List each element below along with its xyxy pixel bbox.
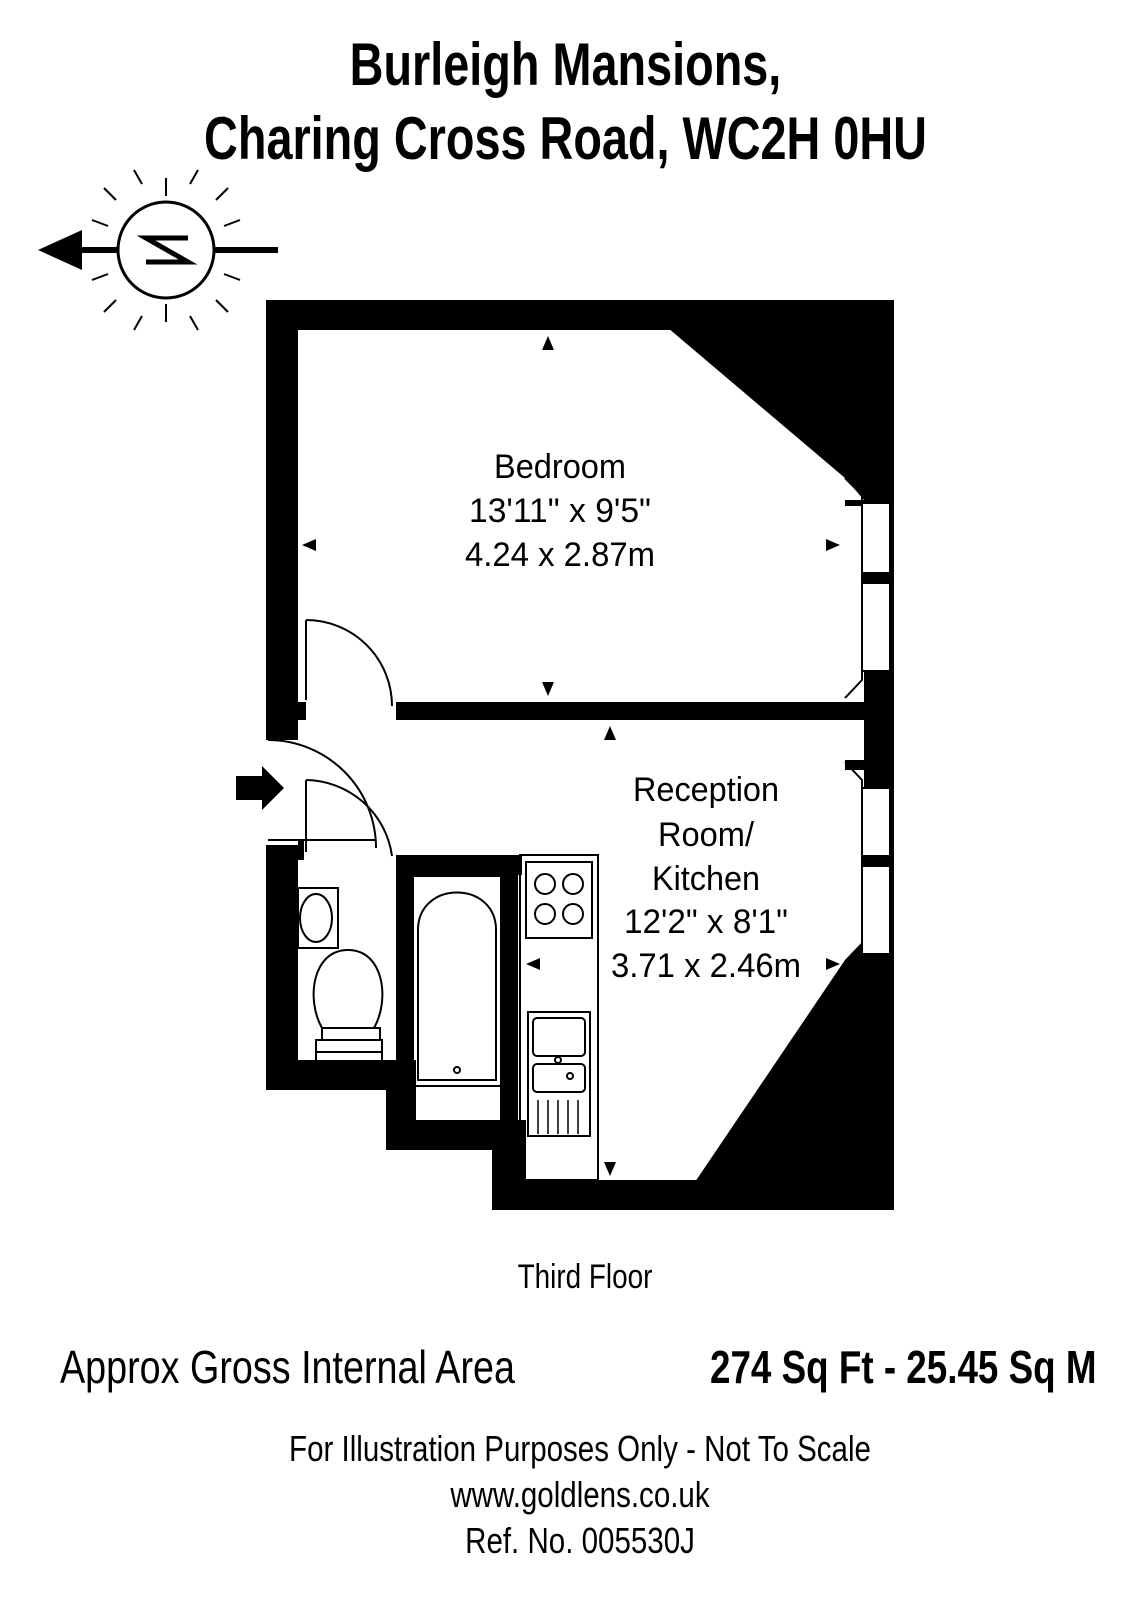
- north-arrow-icon: [38, 169, 278, 331]
- reception-name-2: Room/: [658, 816, 755, 854]
- area-row: Approx Gross Internal Area 274 Sq Ft - 2…: [60, 1340, 1120, 1396]
- reception-metric: 3.71 x 2.46m: [611, 947, 801, 985]
- door-bathroom: [305, 779, 393, 857]
- dimension-markers: [302, 336, 840, 1176]
- title-line-2: Charing Cross Road, WC2H 0HU: [204, 105, 927, 172]
- reception-imperial: 12'2" x 8'1": [624, 903, 788, 941]
- windows: [844, 477, 891, 979]
- floor-label: Third Floor: [517, 1258, 653, 1296]
- website: www.goldlens.co.uk: [450, 1474, 710, 1515]
- kitchen-fixtures: [519, 854, 599, 1181]
- reception-label: Reception Room/ Kitchen 12'2" x 8'1" 3.7…: [611, 771, 801, 985]
- reception-name-3: Kitchen: [652, 860, 760, 898]
- entrance-arrow-icon: [236, 766, 284, 810]
- walls: [266, 300, 894, 1210]
- reception-name-1: Reception: [633, 771, 779, 809]
- bathroom-fixtures: [297, 875, 503, 1087]
- floor-plan: Bedroom 13'11" x 9'5" 4.24 x 2.87m Recep…: [38, 169, 894, 1210]
- area-label: Approx Gross Internal Area: [60, 1341, 515, 1393]
- title-line-1: Burleigh Mansions,: [349, 31, 782, 98]
- bedroom-label: Bedroom 13'11" x 9'5" 4.24 x 2.87m: [465, 448, 655, 574]
- disclaimer: For Illustration Purposes Only - Not To …: [289, 1428, 871, 1469]
- door-bedroom: [305, 619, 393, 707]
- bedroom-metric: 4.24 x 2.87m: [465, 536, 655, 574]
- reference-number: Ref. No. 005530J: [465, 1520, 695, 1561]
- area-value: 274 Sq Ft - 25.45 Sq M: [710, 1341, 1097, 1393]
- bedroom-name: Bedroom: [494, 448, 626, 486]
- bedroom-imperial: 13'11" x 9'5": [469, 492, 651, 530]
- door-entrance: [267, 739, 377, 849]
